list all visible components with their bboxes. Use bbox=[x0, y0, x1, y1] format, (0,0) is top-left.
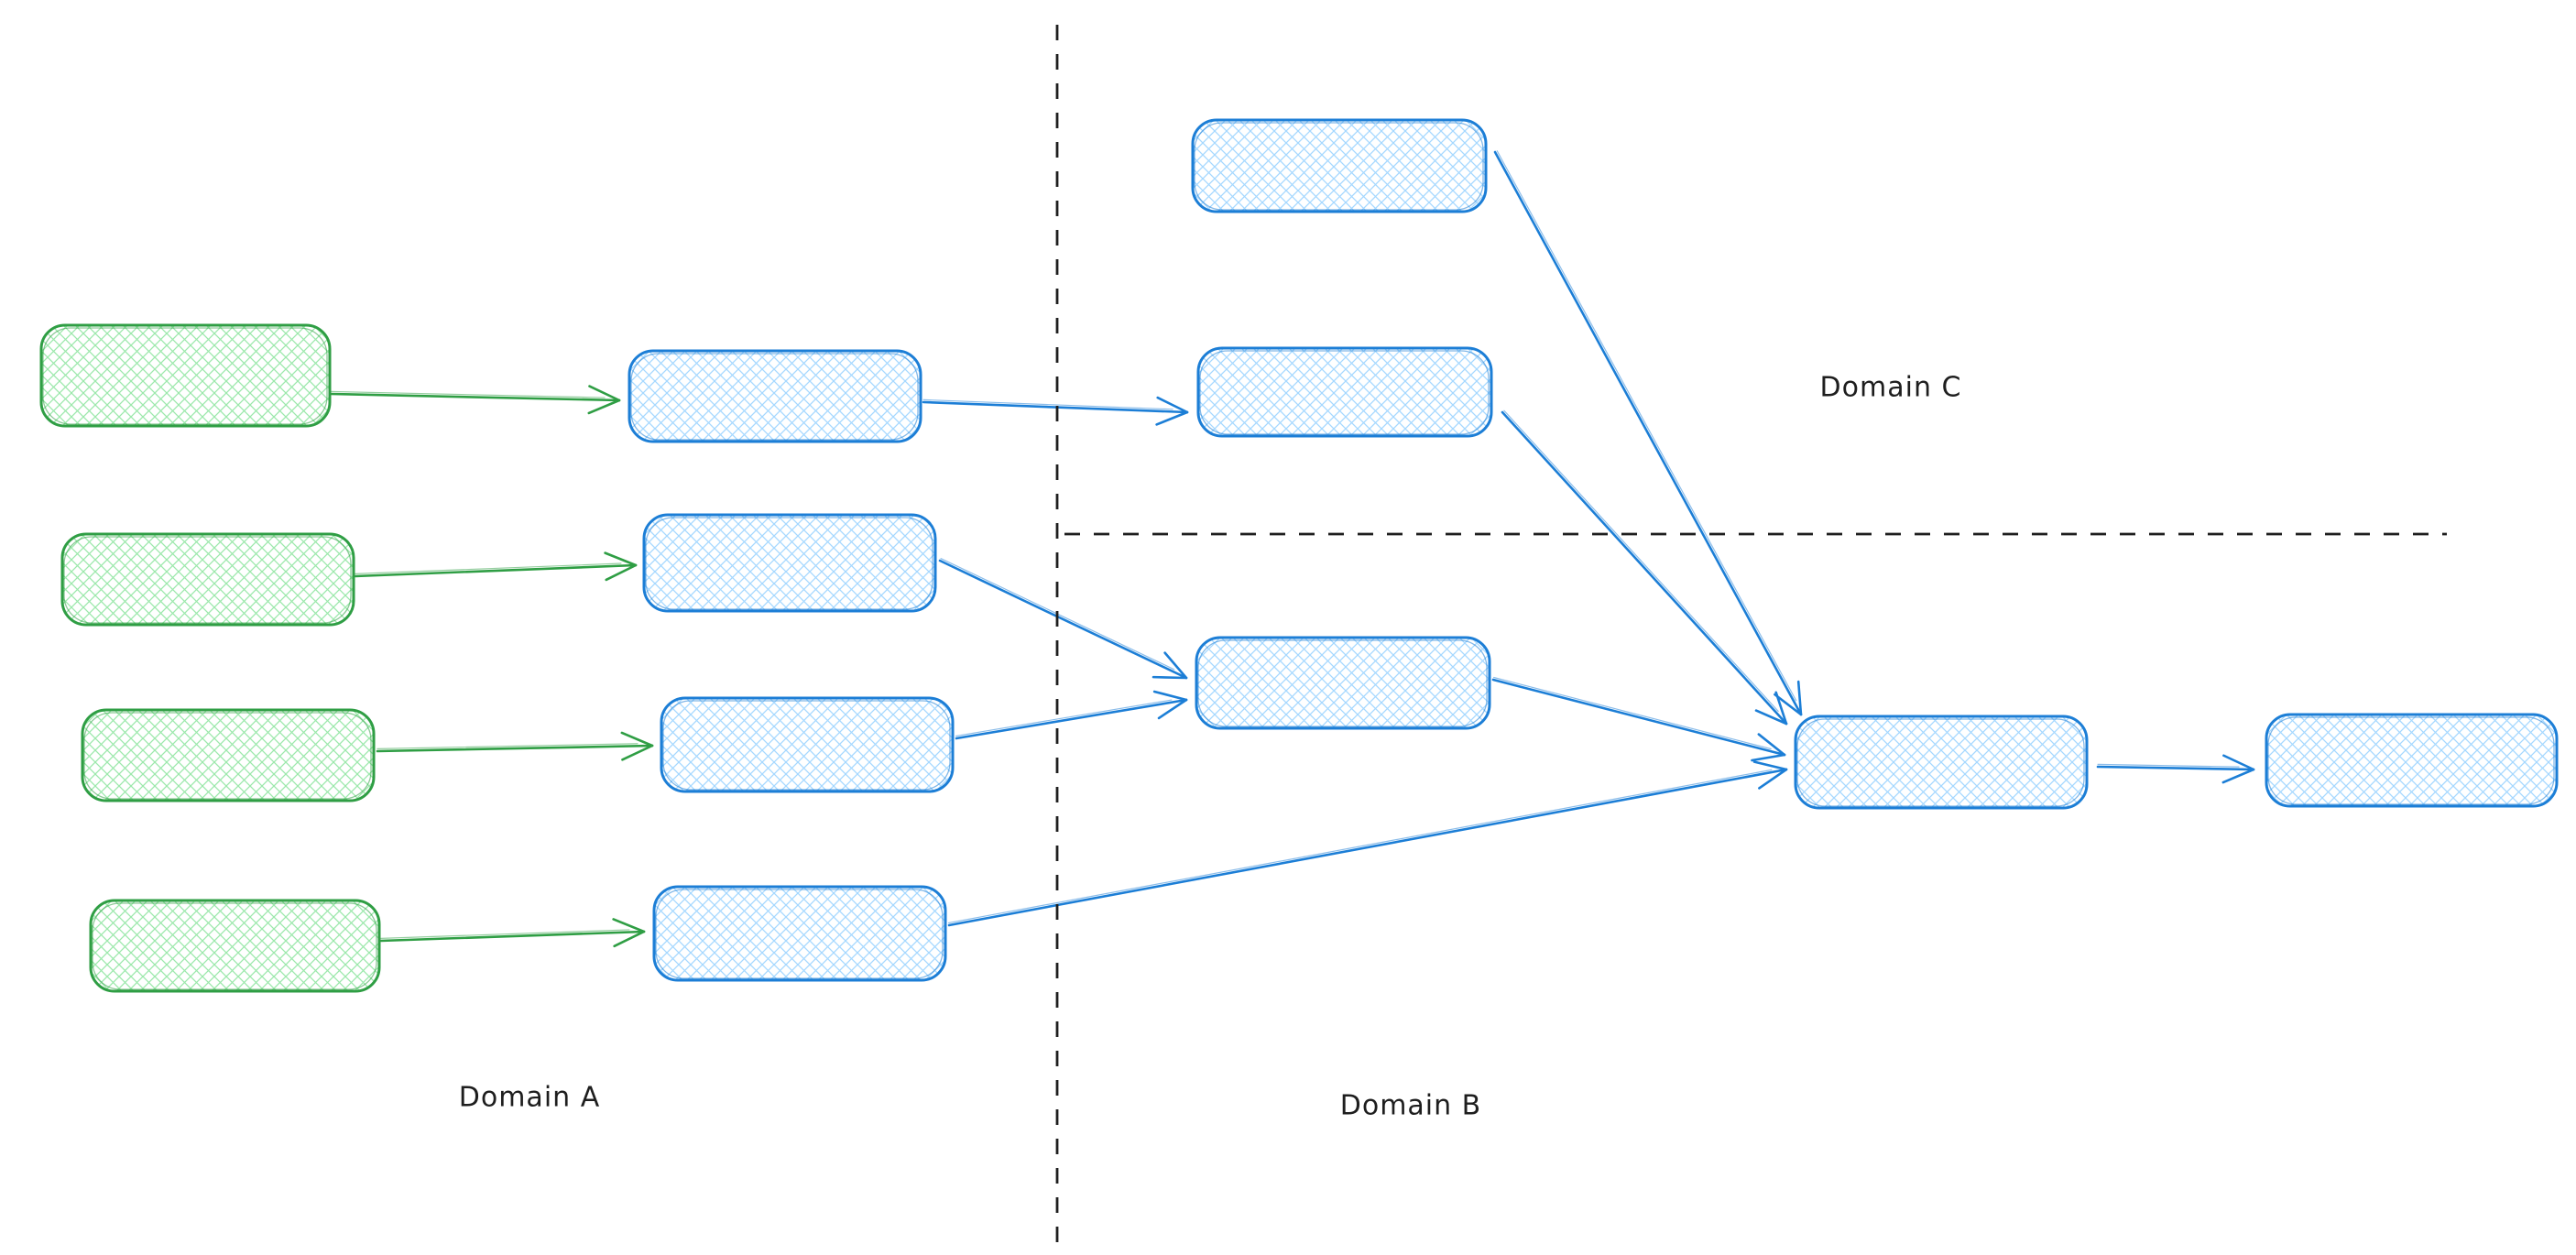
node-domain-c-box-1 bbox=[1191, 118, 1488, 213]
arrow-cbox1-to-aggregator bbox=[1493, 150, 1803, 716]
arrow-source3-to-process3 bbox=[376, 731, 654, 761]
arrow-source4-to-process4 bbox=[379, 918, 646, 948]
label-domain-a: Domain A bbox=[458, 1081, 601, 1114]
arrow-source1-to-process1 bbox=[328, 385, 621, 415]
node-domain-a-source-1 bbox=[39, 323, 332, 428]
node-domain-a-source-2 bbox=[60, 532, 355, 627]
arrow-aggregator-to-output bbox=[2096, 754, 2255, 784]
arrow-cbox2-to-aggregator bbox=[1501, 409, 1788, 726]
node-domain-a-process-1 bbox=[628, 349, 922, 443]
node-domain-a-process-3 bbox=[660, 696, 955, 793]
arrow-process4-to-aggregator bbox=[947, 760, 1788, 927]
label-domain-b: Domain B bbox=[1339, 1089, 1482, 1122]
arrow-process1-to-cbox2 bbox=[922, 396, 1189, 426]
node-domain-b-box-1 bbox=[1195, 636, 1491, 730]
node-domain-c-box-2 bbox=[1196, 346, 1493, 438]
node-domain-a-process-2 bbox=[642, 513, 937, 613]
arrow-process2-to-bbox1 bbox=[938, 558, 1188, 680]
arrow-process3-to-bbox1 bbox=[955, 690, 1188, 740]
arrow-source2-to-process2 bbox=[354, 551, 638, 582]
node-domain-b-output bbox=[2265, 713, 2559, 808]
node-domain-b-aggregator bbox=[1794, 715, 2089, 810]
node-domain-a-source-4 bbox=[89, 899, 381, 993]
arrow-bbox1-to-aggregator bbox=[1491, 676, 1786, 762]
label-domain-c: Domain C bbox=[1819, 371, 1962, 404]
node-domain-a-process-4 bbox=[652, 885, 947, 982]
node-domain-a-source-3 bbox=[81, 708, 376, 802]
